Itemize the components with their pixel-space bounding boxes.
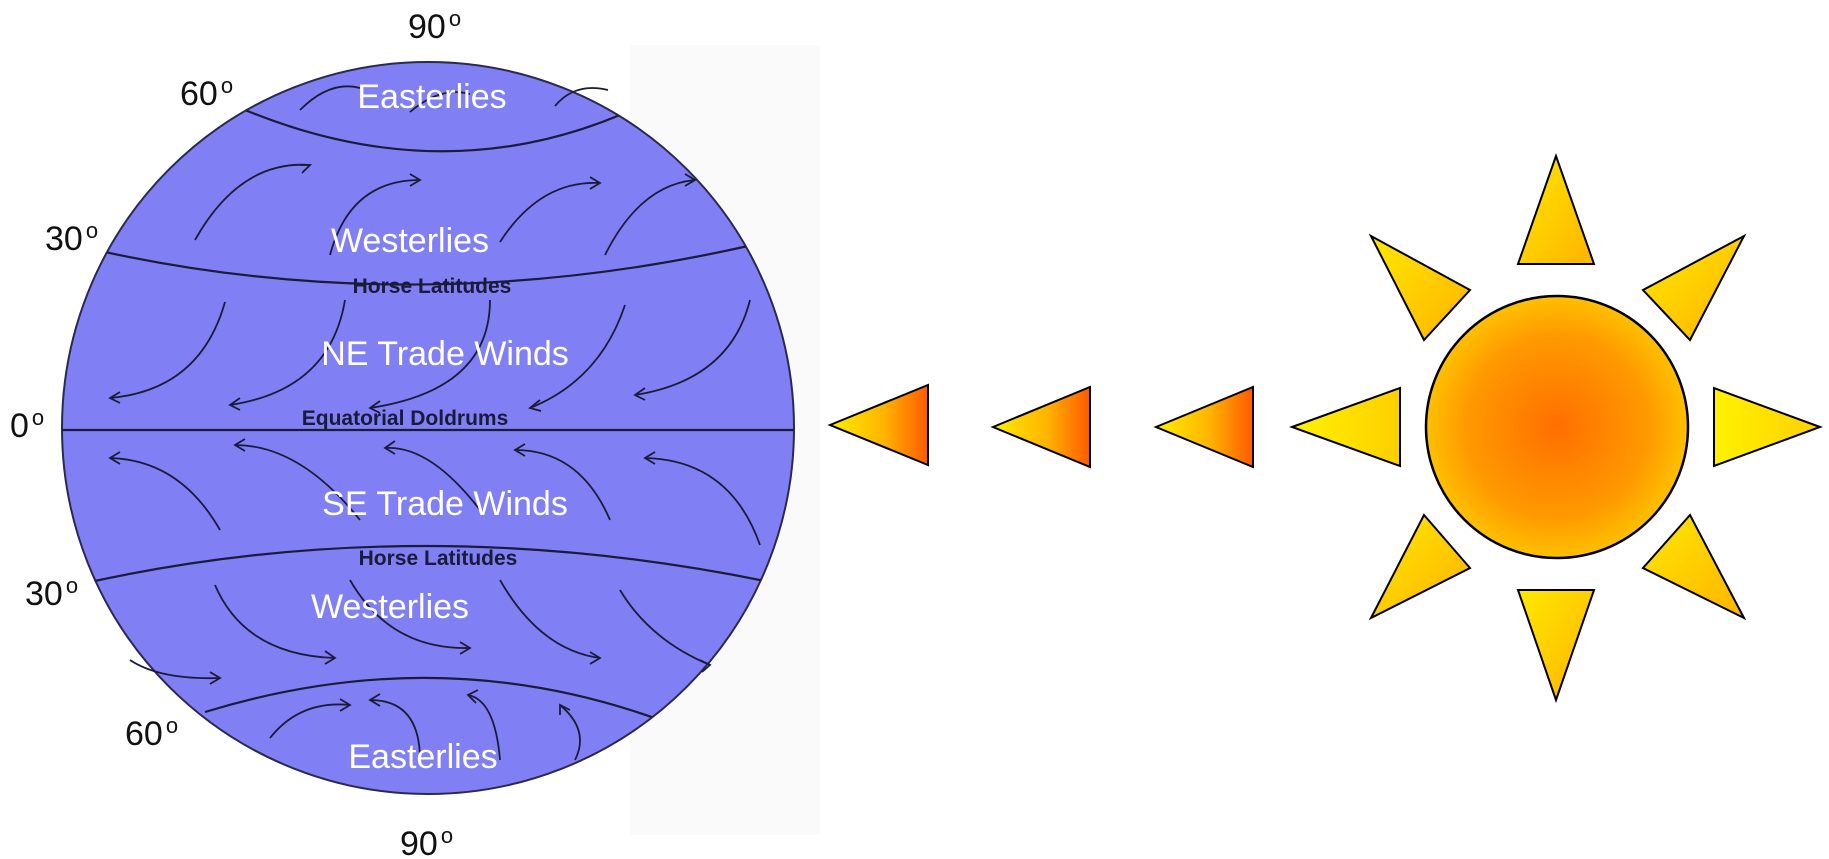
band-south-westerlies: Westerlies (311, 588, 469, 626)
svg-text:30o: 30o (25, 573, 78, 613)
sun-ray-top-left (1368, 233, 1472, 342)
sunlight-arrow-1 (827, 383, 929, 467)
degree-mark: o (32, 405, 44, 430)
sun-disc (1424, 294, 1690, 560)
degree-mark: o (166, 713, 178, 738)
band-north-easterlies: Easterlies (357, 78, 506, 116)
degree-mark: o (441, 823, 453, 848)
band-south-easterlies: Easterlies (348, 738, 497, 776)
lat-top-30: 30 (45, 220, 83, 258)
band-equatorial-doldrums: Equatorial Doldrums (302, 407, 509, 430)
sunlight-arrow-2 (990, 385, 1091, 469)
band-north-horse-latitudes: Horse Latitudes (353, 275, 512, 298)
sun-ray-top-right (1641, 233, 1747, 342)
band-south-horse-latitudes: Horse Latitudes (359, 547, 518, 570)
svg-text:60o: 60o (180, 73, 233, 113)
degree-mark: o (221, 73, 233, 98)
lat-equator: 0 (10, 407, 29, 445)
boundary-30s (89, 544, 771, 584)
band-north-westerlies: Westerlies (331, 222, 489, 260)
svg-text:0o: 0o (10, 405, 44, 445)
degree-mark: o (86, 218, 98, 243)
lat-bottom-30: 30 (25, 575, 63, 613)
band-ne-trade-winds: NE Trade Winds (321, 335, 569, 373)
svg-text:60o: 60o (125, 713, 178, 753)
lat-top-90: 90 (408, 8, 446, 46)
degree-mark: o (449, 6, 461, 31)
sun-icon (1289, 152, 1823, 704)
lat-bottom-60: 60 (125, 715, 163, 753)
svg-text:30o: 30o (45, 218, 98, 258)
sun-ray-right (1713, 386, 1823, 468)
lat-bottom-90: 90 (400, 825, 438, 859)
boundary-30n (104, 244, 749, 286)
sun-ray-bottom-left (1368, 513, 1472, 621)
band-se-trade-winds: SE Trade Winds (322, 485, 568, 523)
boundary-60s (204, 676, 661, 722)
sun-ray-bottom (1516, 589, 1596, 704)
boundary-60n (244, 108, 621, 153)
wind-arrows (108, 85, 761, 761)
sun-ray-left (1289, 386, 1401, 468)
lat-top-60: 60 (180, 75, 218, 113)
earth-globe: Easterlies Westerlies Horse Latitudes NE… (61, 61, 795, 795)
svg-text:90o: 90o (408, 6, 461, 46)
sun-ray-top (1516, 152, 1596, 265)
sunlight-arrow-3 (1153, 385, 1254, 469)
sunlight-arrows (827, 383, 1254, 469)
degree-mark: o (66, 573, 78, 598)
sun-ray-bottom-right (1641, 513, 1747, 621)
svg-text:90o: 90o (400, 823, 453, 859)
